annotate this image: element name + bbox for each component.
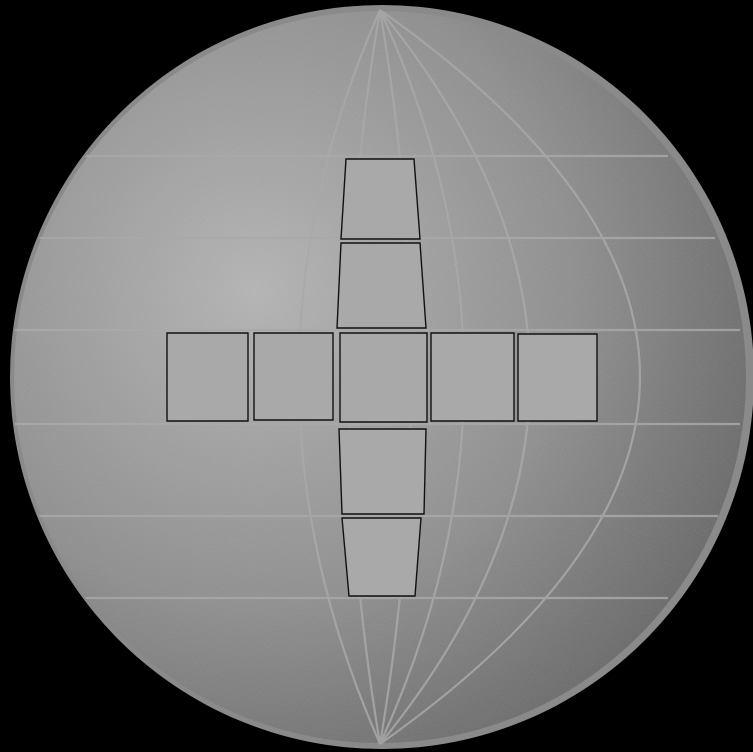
tile-bottom-inner	[339, 429, 426, 514]
tile-left-inner	[254, 333, 333, 420]
tile-center	[340, 333, 427, 422]
tile-top-inner	[337, 243, 426, 328]
tile-right-inner	[431, 333, 514, 421]
tile-top-outer	[341, 159, 420, 239]
tile-bottom-outer	[342, 518, 421, 596]
tile-left-outer	[167, 333, 248, 421]
tile-right-outer	[518, 334, 597, 421]
